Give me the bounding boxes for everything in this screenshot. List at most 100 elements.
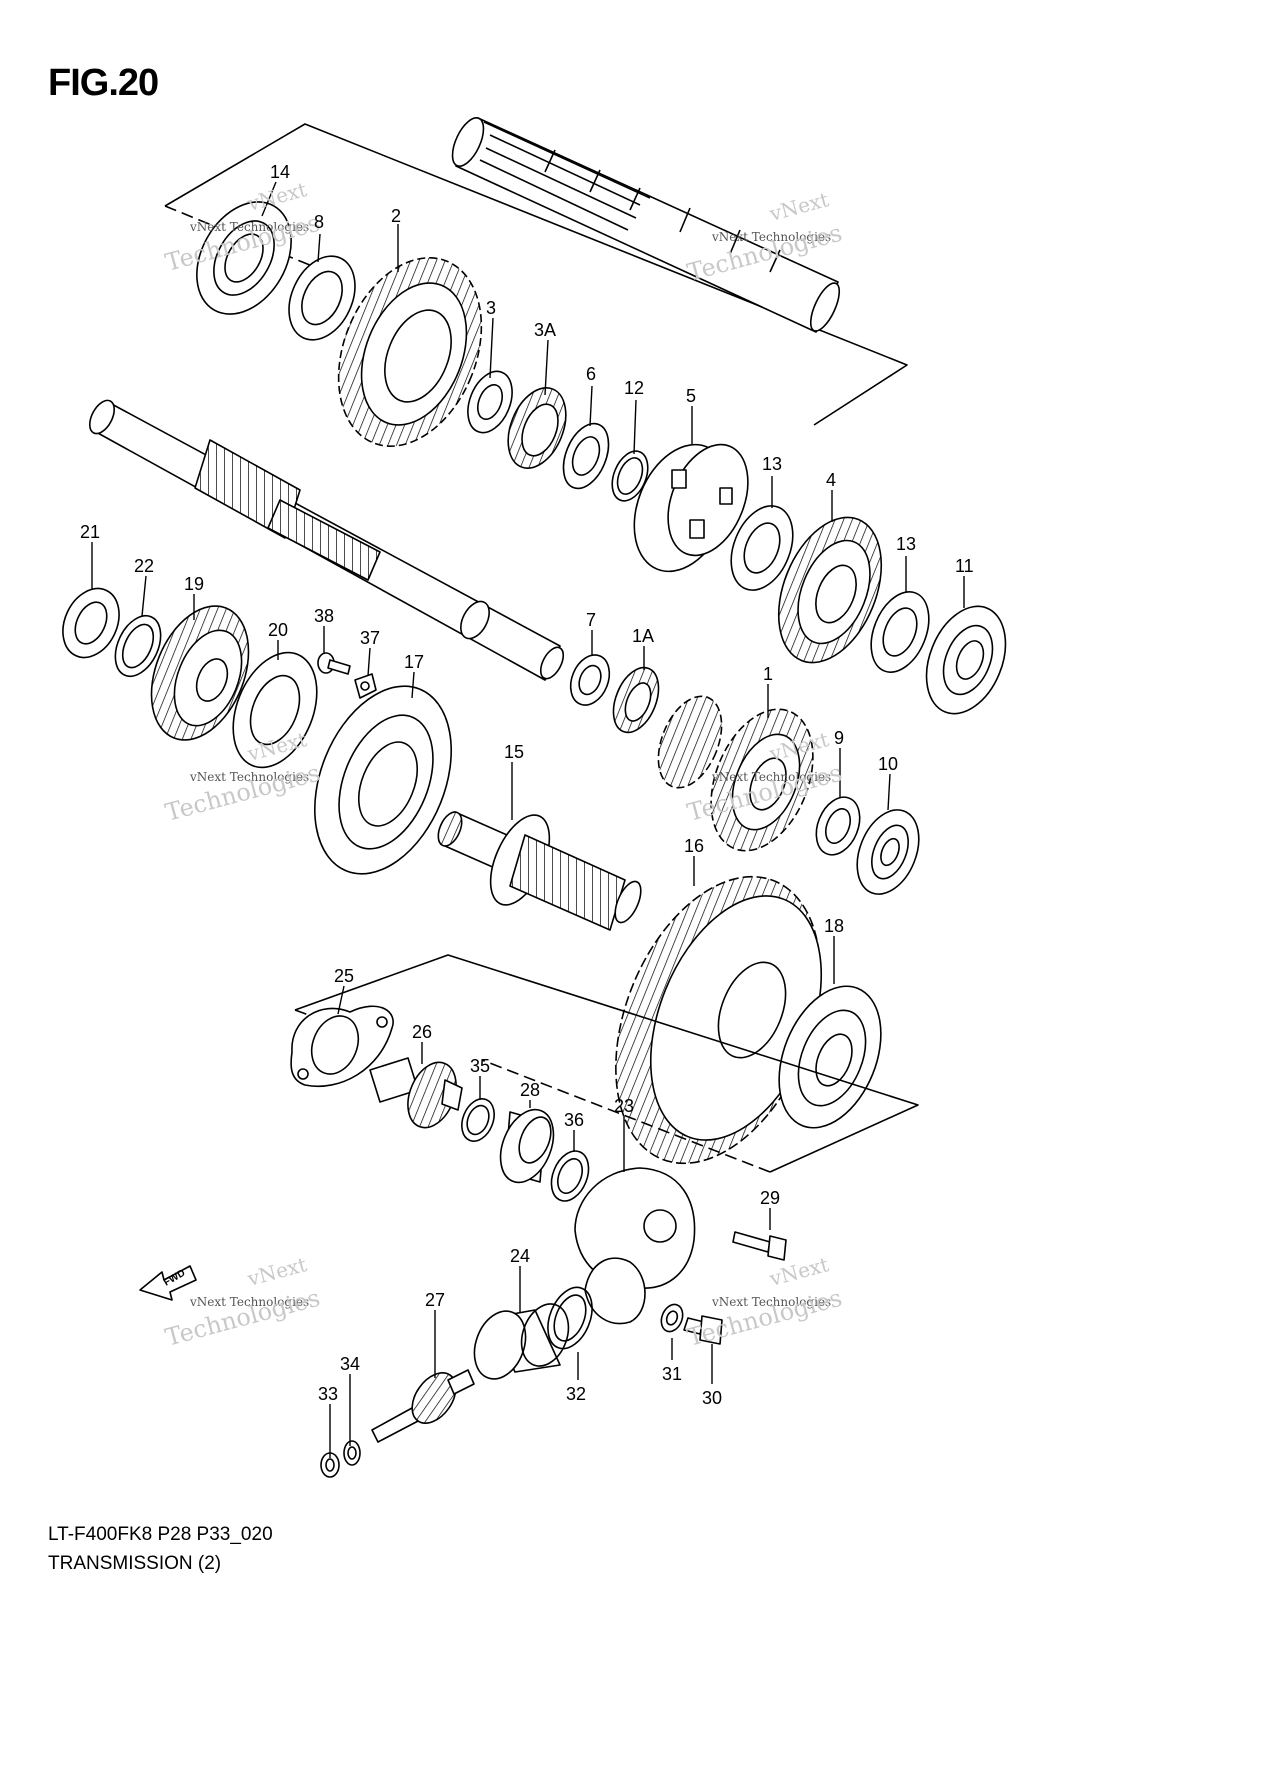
callout-31: 31 — [662, 1364, 682, 1384]
part-29-bolt — [732, 1231, 787, 1261]
part-23-gear-housing — [574, 1167, 696, 1325]
part-33-washer — [320, 1452, 340, 1478]
part-12-circlip — [611, 450, 649, 502]
callout-29: 29 — [760, 1188, 780, 1208]
callout-30: 30 — [702, 1388, 722, 1408]
upper-group-outline — [164, 123, 908, 426]
part-8-washer — [288, 255, 356, 341]
part-34-washer — [343, 1440, 361, 1466]
part-3-bushing — [467, 370, 513, 434]
part-36-o-ring — [550, 1150, 590, 1202]
part-35-o-ring — [461, 1098, 495, 1142]
svg-text:vNext Technologies: vNext Technologies — [189, 1295, 309, 1309]
part-28-bushing — [499, 1108, 555, 1184]
part-13-washer-b — [870, 591, 930, 673]
callout-35: 35 — [470, 1056, 490, 1076]
callout-13-a: 13 — [762, 454, 782, 474]
part-38-bolt — [317, 652, 351, 675]
callout-3a: 3A — [534, 320, 556, 340]
callout-7: 7 — [586, 610, 596, 630]
part-6-lock-washer — [562, 422, 610, 490]
callout-2: 2 — [391, 206, 401, 226]
watermark-bottom-right: vNext vNext Technologies Technologies — [684, 1252, 845, 1352]
callout-36: 36 — [564, 1110, 584, 1130]
svg-text:vNext Technologies: vNext Technologies — [189, 770, 309, 784]
callout-26: 26 — [412, 1022, 432, 1042]
callout-18: 18 — [824, 916, 844, 936]
callout-22: 22 — [134, 556, 154, 576]
part-21-oil-seal — [62, 587, 120, 659]
part-7-thrust-washer — [569, 654, 611, 706]
callout-21: 21 — [80, 522, 100, 542]
part-19-bevel-gear — [150, 605, 250, 741]
callout-labels: 14 8 2 3 3A 6 12 5 13 4 13 11 21 22 19 2… — [80, 162, 974, 1408]
svg-text:vNext Technologies: vNext Technologies — [711, 230, 831, 244]
part-11-ball-bearing — [925, 605, 1007, 715]
callout-11: 11 — [955, 556, 974, 576]
callout-20: 20 — [268, 620, 288, 640]
part-24-bushing — [473, 1303, 570, 1380]
callout-28: 28 — [520, 1080, 540, 1100]
callout-17: 17 — [404, 652, 424, 672]
part-20-shim — [232, 651, 318, 769]
leader-lines — [91, 181, 965, 1458]
part-13-washer-a — [730, 505, 794, 591]
part-31-washer — [660, 1303, 684, 1333]
part-14-ball-bearing — [196, 201, 292, 315]
callout-34: 34 — [340, 1354, 360, 1374]
callout-8: 8 — [314, 212, 324, 232]
part-22-o-ring — [114, 614, 162, 678]
part-27-speedometer-driven-gear — [371, 1369, 475, 1443]
callout-12: 12 — [624, 378, 644, 398]
part-32-o-ring — [547, 1286, 593, 1350]
callout-3: 3 — [486, 298, 496, 318]
part-5-shift-dog — [633, 443, 749, 573]
callout-38: 38 — [314, 606, 334, 626]
part-37-lock-plate — [354, 673, 377, 699]
callout-10: 10 — [878, 754, 898, 774]
callout-14: 14 — [270, 162, 290, 182]
callout-37: 37 — [360, 628, 380, 648]
part-30-bolt — [683, 1315, 723, 1345]
callout-23: 23 — [614, 1096, 634, 1116]
callout-6: 6 — [586, 364, 596, 384]
callout-1a: 1A — [632, 626, 654, 646]
part-9-washer — [815, 796, 861, 856]
figure-title: FIG.20 — [48, 62, 159, 104]
part-1-gear — [657, 695, 814, 852]
part-15-output-hub — [437, 811, 642, 931]
svg-text:vNext Technologies: vNext Technologies — [711, 1295, 831, 1309]
callout-24: 24 — [510, 1246, 530, 1266]
part-4-gear — [777, 516, 883, 664]
part-10-ball-bearing — [856, 809, 920, 895]
model-code: LT-F400FK8 P28 P33_020 — [48, 1524, 273, 1545]
callout-13-b: 13 — [896, 534, 916, 554]
part-17-ball-bearing — [313, 685, 453, 875]
callout-4: 4 — [826, 470, 836, 490]
svg-text:Technologies: Technologies — [162, 1284, 323, 1352]
svg-text:Technologies: Technologies — [684, 1284, 845, 1352]
part-18-ball-bearing — [778, 985, 882, 1129]
svg-text:vNext: vNext — [244, 1252, 309, 1291]
callout-32: 32 — [566, 1384, 586, 1404]
svg-text:vNext Technologies: vNext Technologies — [711, 770, 831, 784]
part-2-gear — [337, 257, 483, 447]
fwd-direction-icon — [139, 1265, 197, 1301]
part-25-gasket — [290, 1005, 394, 1087]
svg-text:vNext: vNext — [766, 187, 831, 226]
callout-1: 1 — [763, 664, 773, 684]
part-1a-needle-bearing — [612, 666, 660, 734]
upper-splined-shaft — [451, 117, 841, 333]
callout-15: 15 — [504, 742, 524, 762]
callout-27: 27 — [425, 1290, 445, 1310]
callout-5: 5 — [686, 386, 696, 406]
callout-33: 33 — [318, 1384, 338, 1404]
part-3a-needle-bearing — [507, 387, 567, 469]
callout-9: 9 — [834, 728, 844, 748]
svg-text:vNext Technologies: vNext Technologies — [189, 220, 309, 234]
section-name: TRANSMISSION (2) — [48, 1553, 222, 1574]
svg-text:Technologies: Technologies — [162, 759, 323, 827]
callout-19: 19 — [184, 574, 204, 594]
part-26-speedometer-drive-gear — [369, 1057, 463, 1129]
